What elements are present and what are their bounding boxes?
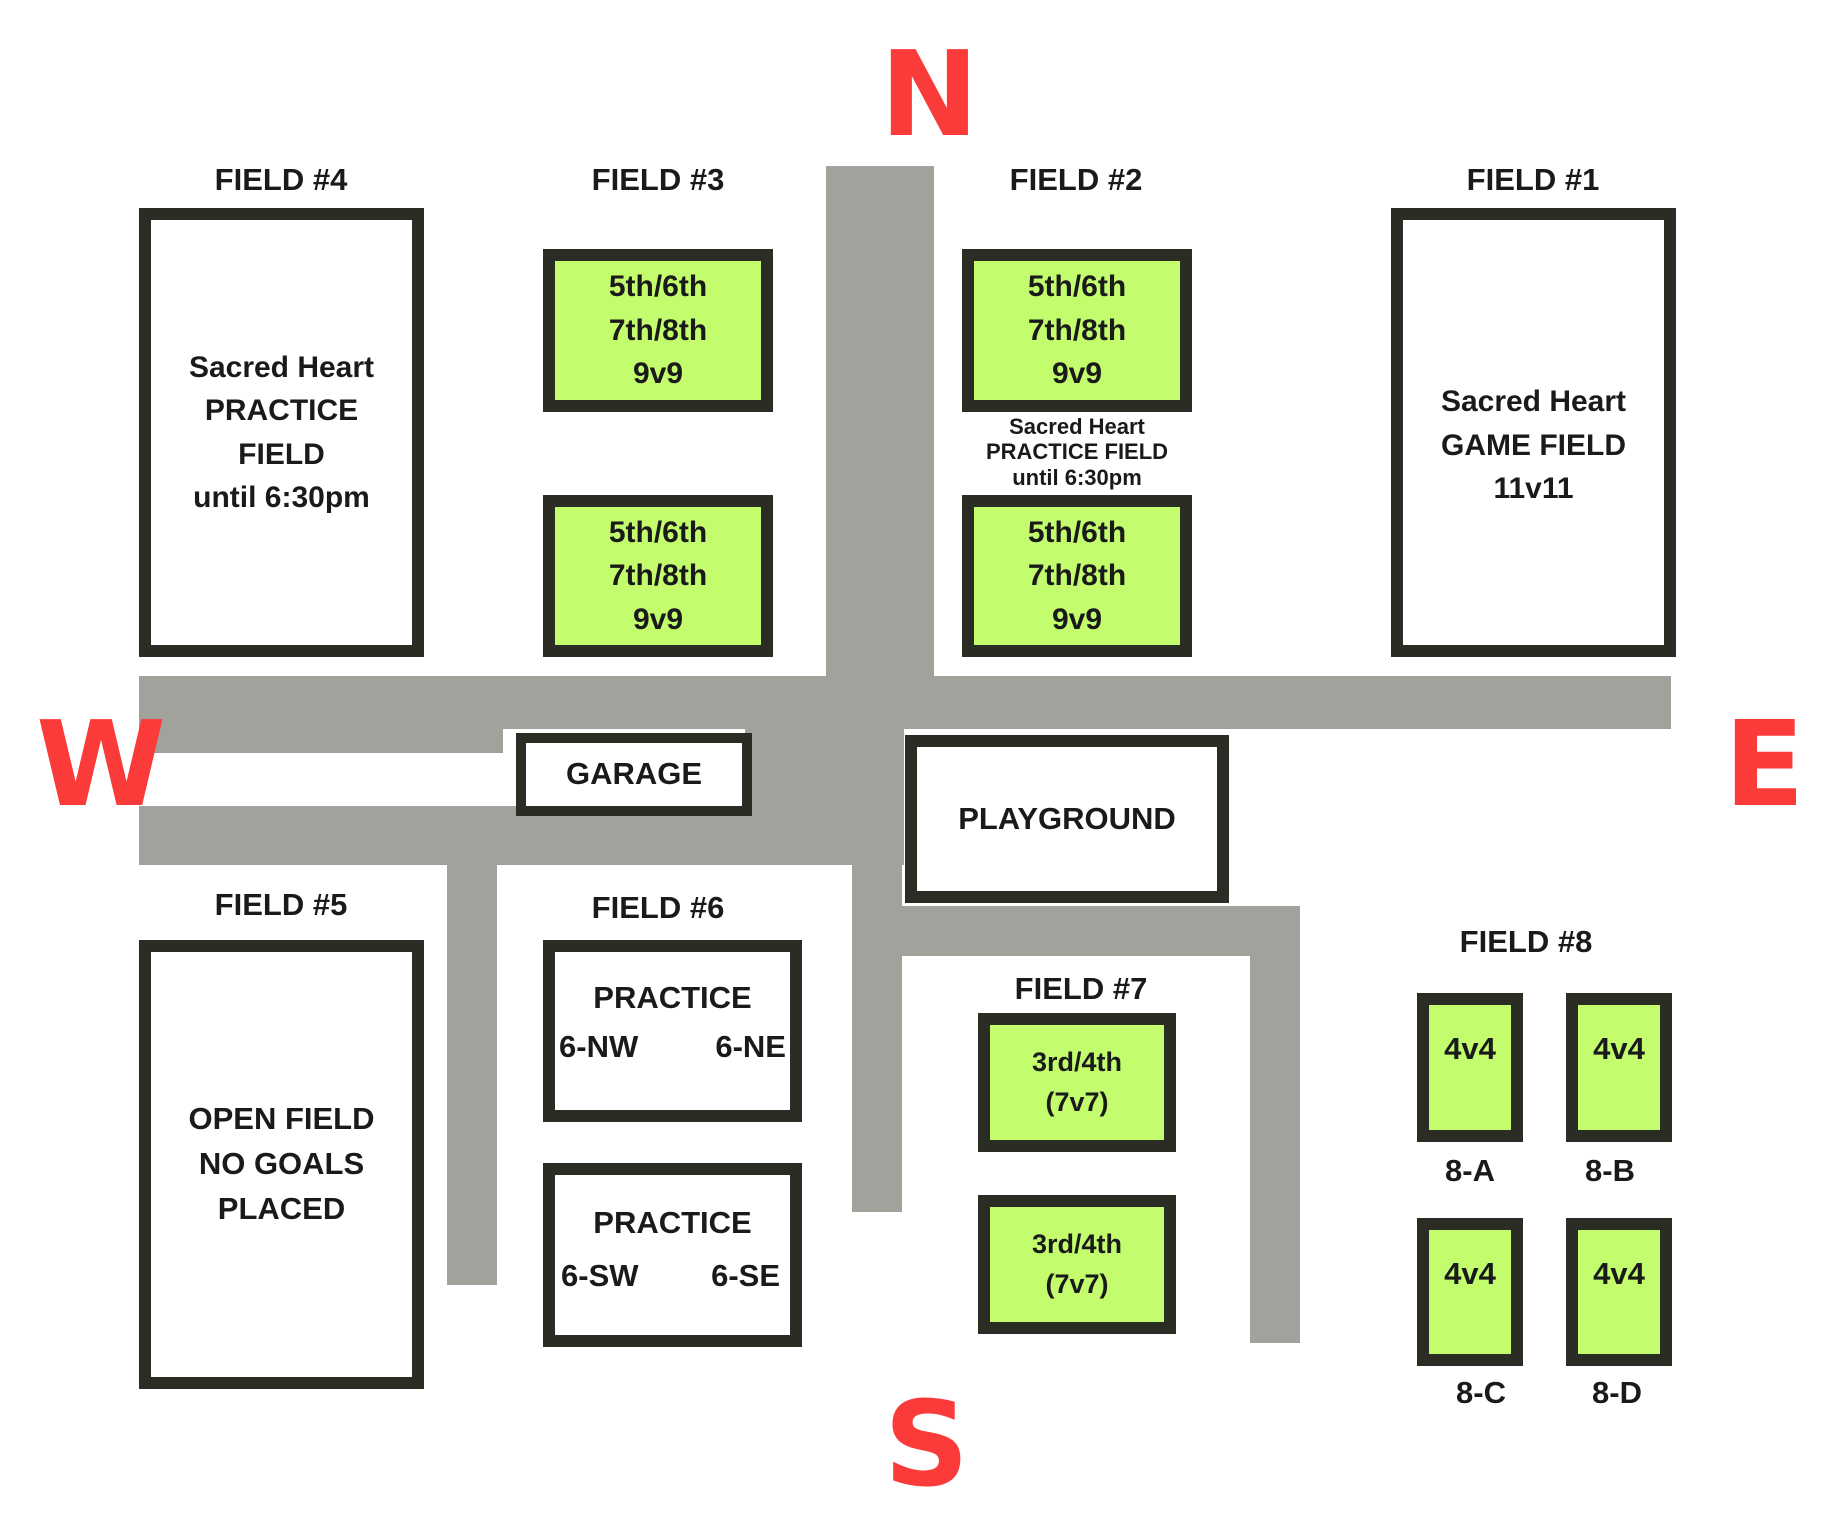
field-4-line: PRACTICE [204, 394, 359, 427]
field-4-line: Sacred Heart [188, 350, 375, 384]
road-east-south-vertical [1250, 906, 1300, 1343]
field-5-line: PLACED [217, 1190, 346, 1226]
field-6-bottom-row: 6-SW 6-SE [555, 1254, 790, 1297]
road-north [826, 166, 934, 676]
field-6-top: PRACTICE 6-NW 6-NE [543, 940, 802, 1122]
field-3-top: 5th/6th 7th/8th 9v9 [543, 249, 773, 412]
field-6-ne: 6-NE [715, 1029, 786, 1065]
field-3-top-line: 7th/8th [608, 313, 708, 347]
field-3-bottom-line: 9v9 [632, 602, 684, 636]
field-7-bottom-line: (7v7) [1045, 1268, 1109, 1299]
field-1: Sacred Heart GAME FIELD 11v11 [1391, 208, 1676, 657]
field-8b: 4v4 [1566, 993, 1672, 1142]
field-2-note: Sacred Heart PRACTICE FIELD until 6:30pm [962, 414, 1192, 490]
field-7-top-line: 3rd/4th [1031, 1047, 1123, 1078]
playground: PLAYGROUND [905, 735, 1229, 903]
field-7-title: FIELD #7 [1014, 971, 1148, 1006]
field-8c-label: 8-C [1456, 1375, 1506, 1410]
field-2-top-line: 5th/6th [1027, 270, 1127, 304]
field-6-top-label: PRACTICE [593, 980, 752, 1015]
field-4: Sacred Heart PRACTICE FIELD until 6:30pm [139, 208, 424, 657]
field-5-line: OPEN FIELD [188, 1101, 375, 1137]
field-3-top-line: 5th/6th [608, 270, 708, 304]
field-2-bottom-line: 7th/8th [1027, 559, 1127, 593]
field-1-line: Sacred Heart [1440, 385, 1627, 418]
field-6-bottom-label: PRACTICE [593, 1205, 752, 1240]
field-2-note-line: until 6:30pm [1012, 464, 1142, 490]
field-8d: 4v4 [1566, 1218, 1672, 1366]
road-west-upper [139, 676, 503, 753]
field-6-nw: 6-NW [559, 1029, 639, 1065]
field-2-note-line: PRACTICE FIELD [985, 439, 1169, 465]
field-7-bottom: 3rd/4th (7v7) [978, 1195, 1176, 1334]
field-5: OPEN FIELD NO GOALS PLACED [139, 940, 424, 1389]
field-4-line: until 6:30pm [193, 481, 370, 514]
field-2-title: FIELD #2 [1009, 162, 1143, 197]
compass-south: S [884, 1375, 969, 1513]
field-6-bottom: PRACTICE 6-SW 6-SE [543, 1163, 802, 1347]
field-2-bottom-line: 9v9 [1051, 602, 1103, 636]
field-2-note-line: Sacred Heart [1009, 414, 1145, 439]
field-4-line: FIELD [238, 437, 325, 471]
field-2-top: 5th/6th 7th/8th 9v9 [962, 249, 1192, 412]
field-8b-label: 8-B [1585, 1153, 1635, 1188]
field-3-bottom-line: 5th/6th [608, 515, 708, 549]
field-2-top-line: 7th/8th [1027, 313, 1127, 347]
compass-east: E [1724, 695, 1805, 833]
field-8-title: FIELD #8 [1459, 924, 1593, 959]
field-3-bottom-line: 7th/8th [608, 559, 708, 593]
field-6-sw: 6-SW [561, 1258, 639, 1294]
road-center-connector [745, 729, 904, 865]
field-7-top: 3rd/4th (7v7) [978, 1013, 1176, 1152]
field-3-bottom: 5th/6th 7th/8th 9v9 [543, 495, 773, 657]
field-2-bottom-line: 5th/6th [1027, 515, 1127, 549]
field-8c: 4v4 [1417, 1218, 1523, 1366]
field-4-title: FIELD #4 [214, 162, 348, 197]
field-5-line: NO GOALS [198, 1146, 365, 1182]
field-1-title: FIELD #1 [1466, 162, 1600, 197]
road-east-south-horizontal [902, 906, 1300, 956]
field-8a: 4v4 [1417, 993, 1523, 1142]
field-8d-label: 8-D [1592, 1375, 1642, 1410]
field-7-top-line: (7v7) [1045, 1086, 1109, 1117]
field-6-title: FIELD #6 [591, 890, 725, 925]
field-2-top-line: 9v9 [1051, 357, 1103, 391]
field-6-top-row: 6-NW 6-NE [555, 1025, 790, 1068]
field-6-se: 6-SE [711, 1258, 780, 1294]
road-field5-divider [447, 865, 497, 1285]
field-3-top-line: 9v9 [632, 357, 684, 391]
garage: GARAGE [516, 733, 752, 816]
compass-west: W [36, 695, 167, 833]
field-1-line: GAME FIELD [1441, 428, 1626, 462]
field-5-title: FIELD #5 [214, 887, 348, 922]
compass-north: N [880, 25, 979, 163]
road-south-center [852, 865, 902, 1212]
field-3-title: FIELD #3 [591, 162, 725, 197]
field-1-line: 11v11 [1493, 472, 1574, 505]
field-7-bottom-line: 3rd/4th [1031, 1229, 1123, 1260]
field-2-bottom: 5th/6th 7th/8th 9v9 [962, 495, 1192, 657]
field-8a-label: 8-A [1445, 1153, 1495, 1188]
